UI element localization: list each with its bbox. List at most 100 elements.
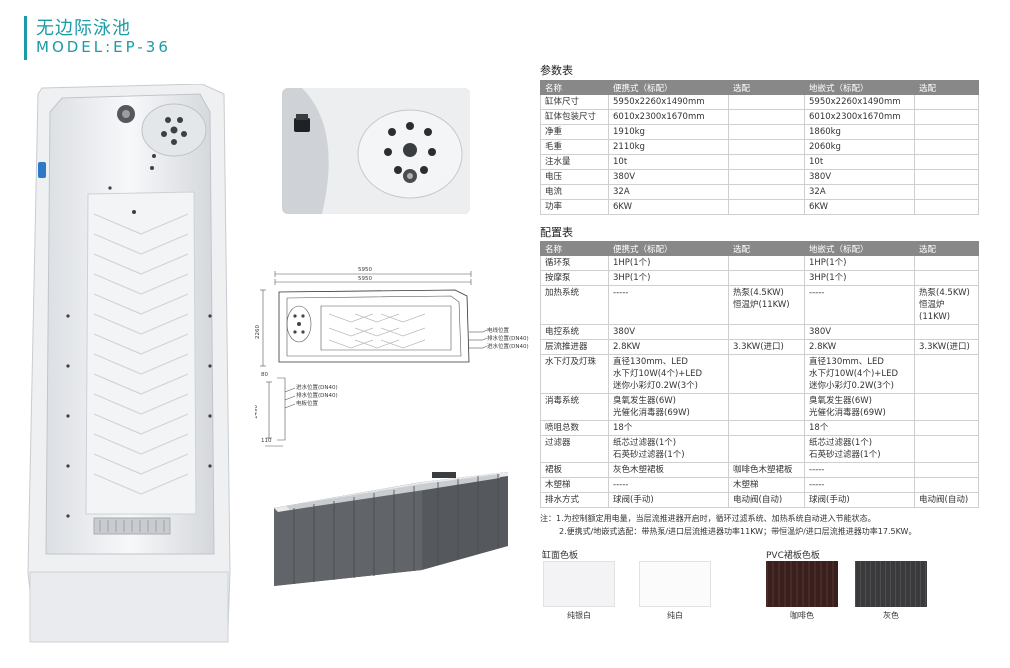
table-cell bbox=[914, 94, 979, 110]
table-cell: 6010x2300x1670mm bbox=[804, 109, 915, 125]
table-cell bbox=[914, 270, 979, 286]
header-accent-bar bbox=[24, 16, 27, 60]
config-header-cell: 选配 bbox=[728, 241, 805, 256]
table-cell: 毛重 bbox=[540, 139, 609, 155]
table-cell: 球阀(手动) bbox=[608, 492, 729, 508]
swatch-grey bbox=[855, 561, 927, 607]
dim-bottom: 110 bbox=[261, 438, 272, 444]
table-cell: 32A bbox=[608, 184, 729, 200]
table-cell: 臭氧发生器(6W) 光催化消毒器(69W) bbox=[804, 393, 915, 421]
table-cell: 2110kg bbox=[608, 139, 729, 155]
massage-seat-detail-photo bbox=[282, 88, 470, 214]
table-cell: 32A bbox=[804, 184, 915, 200]
table-row: 水下灯及灯珠 直径130mm、LED 水下灯10W(4个)+LED 迷你小彩灯0.… bbox=[540, 354, 979, 394]
model-number: MODEL:EP-36 bbox=[36, 38, 171, 56]
note-line-1: 注：1.为控制额定用电量，当层流推进器开启时，循环过滤系统、加热系统自动进入节能… bbox=[540, 514, 876, 523]
table-cell: 热泵(4.5KW) 恒温炉(11KW) bbox=[914, 285, 979, 325]
table-cell bbox=[914, 199, 979, 215]
table-cell: 直径130mm、LED 水下灯10W(4个)+LED 迷你小彩灯0.2W(3个) bbox=[804, 354, 915, 394]
table-cell: 水下灯及灯珠 bbox=[540, 354, 609, 394]
table-cell: 1860kg bbox=[804, 124, 915, 140]
table-row: 木塑梯-----木塑梯----- bbox=[540, 477, 979, 493]
table-cell: 注水量 bbox=[540, 154, 609, 170]
table-cell: ----- bbox=[608, 477, 729, 493]
table-cell: 缸体包装尺寸 bbox=[540, 109, 609, 125]
note-line-2: 2.便携式/地嵌式选配：带热泵/进口层流推进器功率11KW；带恒温炉/进口层流推… bbox=[559, 527, 917, 536]
dim-length-b: 5950 bbox=[358, 276, 372, 282]
table-cell: 3HP(1个) bbox=[608, 270, 729, 286]
table-cell: 6010x2300x1670mm bbox=[608, 109, 729, 125]
table-cell: 臭氧发生器(6W) 光催化消毒器(69W) bbox=[608, 393, 729, 421]
table-cell: 10t bbox=[804, 154, 915, 170]
tub-3d-photo bbox=[274, 472, 508, 586]
table-cell bbox=[728, 420, 805, 436]
table-row: 排水方式球阀(手动)电动阀(自动)球阀(手动)电动阀(自动) bbox=[540, 492, 979, 508]
technical-drawing: 5950 5950 2260 电线位置 排水位置(DN40) 进水位置(DN40… bbox=[255, 267, 529, 447]
config-header-cell: 地嵌式（标配） bbox=[804, 241, 915, 256]
table-cell: 380V bbox=[608, 169, 729, 185]
table-cell: 喷咀总数 bbox=[540, 420, 609, 436]
table-cell bbox=[728, 354, 805, 394]
table-cell: 1HP(1个) bbox=[608, 255, 729, 271]
params-header-cell: 便携式（标配） bbox=[608, 80, 729, 95]
table-cell bbox=[728, 324, 805, 340]
swatch-coffee bbox=[766, 561, 838, 607]
table-cell: 加热系统 bbox=[540, 285, 609, 325]
table-cell bbox=[728, 255, 805, 271]
table-cell: 380V bbox=[608, 324, 729, 340]
table-cell bbox=[914, 477, 979, 493]
swatch-label-coffee: 咖啡色 bbox=[790, 611, 814, 620]
table-cell: 净重 bbox=[540, 124, 609, 140]
swatch-label-silver-white: 纯银白 bbox=[567, 611, 591, 620]
table-cell: 缸体尺寸 bbox=[540, 94, 609, 110]
table-cell: ----- bbox=[608, 285, 729, 325]
table-cell bbox=[914, 139, 979, 155]
table-cell bbox=[914, 124, 979, 140]
table-cell: 球阀(手动) bbox=[804, 492, 915, 508]
label-panel-position: 电板位置 bbox=[296, 399, 319, 407]
table-cell: 纸芯过滤器(1个) 石英砂过滤器(1个) bbox=[804, 435, 915, 463]
table-cell: 电流 bbox=[540, 184, 609, 200]
table-row: 加热系统-----热泵(4.5KW) 恒温炉(11KW)-----热泵(4.5K… bbox=[540, 285, 979, 325]
table-cell: ----- bbox=[804, 462, 915, 478]
table-cell: 木塑梯 bbox=[728, 477, 805, 493]
table-cell bbox=[914, 324, 979, 340]
label-drain-position-1: 排水位置(DN40) bbox=[487, 334, 529, 342]
table-cell bbox=[728, 435, 805, 463]
label-inlet-position-2: 进水位置(DN40) bbox=[296, 383, 338, 391]
params-header-cell: 地嵌式（标配） bbox=[804, 80, 915, 95]
table-cell: 电控系统 bbox=[540, 324, 609, 340]
table-cell: 380V bbox=[804, 324, 915, 340]
table-cell bbox=[914, 255, 979, 271]
table-cell bbox=[728, 139, 805, 155]
table-cell: 3HP(1个) bbox=[804, 270, 915, 286]
table-cell bbox=[914, 184, 979, 200]
table-cell bbox=[728, 184, 805, 200]
table-cell bbox=[914, 462, 979, 478]
swatch-silver-white bbox=[543, 561, 615, 607]
table-row: 裙板灰色木塑裙板咖啡色木塑裙板----- bbox=[540, 462, 979, 478]
config-table-header: 名称便携式（标配）选配地嵌式（标配）选配 bbox=[540, 241, 979, 256]
table-cell bbox=[728, 124, 805, 140]
table-cell: 2.8KW bbox=[608, 339, 729, 355]
page-title: 无边际泳池 bbox=[36, 18, 131, 39]
params-header-cell: 选配 bbox=[728, 80, 805, 95]
table-row: 消毒系统臭氧发生器(6W) 光催化消毒器(69W)臭氧发生器(6W) 光催化消毒… bbox=[540, 393, 979, 421]
table-cell: 纸芯过滤器(1个) 石英砂过滤器(1个) bbox=[608, 435, 729, 463]
notes: 注：1.为控制额定用电量，当层流推进器开启时，循环过滤系统、加热系统自动进入节能… bbox=[540, 512, 916, 538]
table-cell bbox=[728, 109, 805, 125]
table-cell bbox=[728, 169, 805, 185]
params-section-title: 参数表 bbox=[540, 64, 573, 77]
table-cell: 咖啡色木塑裙板 bbox=[728, 462, 805, 478]
table-cell bbox=[914, 393, 979, 421]
table-cell: 电动阀(自动) bbox=[914, 492, 979, 508]
